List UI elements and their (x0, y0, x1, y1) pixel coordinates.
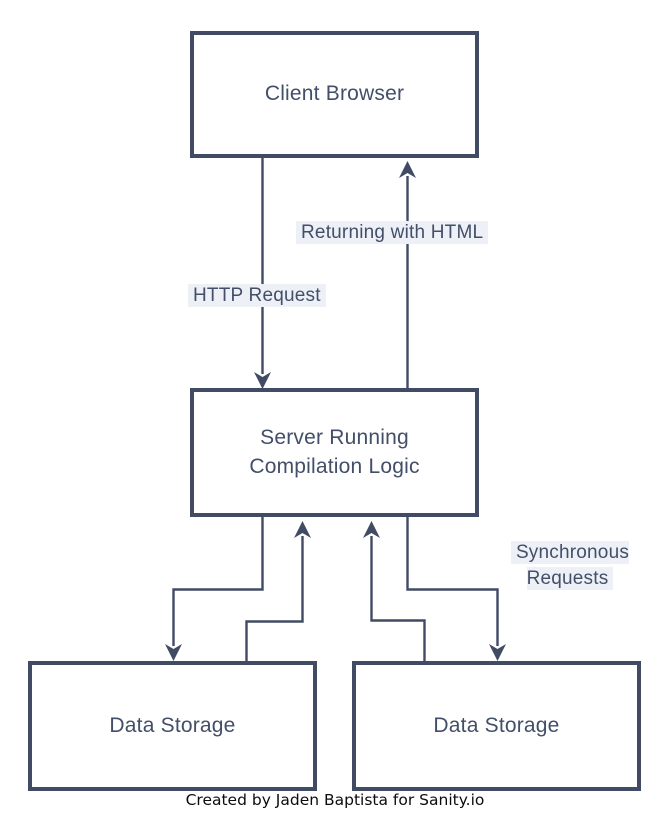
edge-label-http-request: HTTP Request (188, 283, 326, 309)
attribution-caption: Created by Jaden Baptista for Sanity.io (185, 791, 485, 809)
node-data-storage-left-label: Data Storage (109, 713, 236, 737)
edge-right-storage-to-server-line (370, 536, 426, 661)
arrowhead-up-icon (399, 161, 416, 178)
node-client-browser: Client Browser (190, 31, 479, 158)
edge-server-to-left-storage-line (172, 517, 264, 646)
edge-label-returning-html: Returning with HTML (296, 220, 489, 246)
arrowhead-up-icon (294, 521, 311, 538)
node-client-browser-label: Client Browser (264, 82, 405, 106)
node-data-storage-right-label: Data Storage (433, 713, 560, 737)
arrowhead-up-icon (363, 521, 380, 538)
node-server-compilation: Server Running Compilation Logic (190, 388, 479, 517)
arrowhead-down-icon (165, 644, 182, 661)
edge-label-returning-html-text: Returning with HTML (296, 221, 489, 244)
edge-left-storage-to-server-line (245, 536, 304, 661)
edge-label-synchronous-requests-text: Synchronous Requests (510, 541, 630, 590)
node-data-storage-left: Data Storage (28, 661, 317, 791)
node-server-compilation-label: Server Running Compilation Logic (249, 426, 420, 478)
edge-server-to-right-storage-line (406, 517, 499, 646)
arrowhead-down-icon (254, 372, 271, 389)
edge-label-synchronous-requests: Synchronous Requests (498, 540, 642, 592)
node-data-storage-right: Data Storage (352, 661, 641, 791)
edge-label-http-request-text: HTTP Request (188, 284, 326, 307)
arrowhead-down-icon (489, 644, 506, 661)
